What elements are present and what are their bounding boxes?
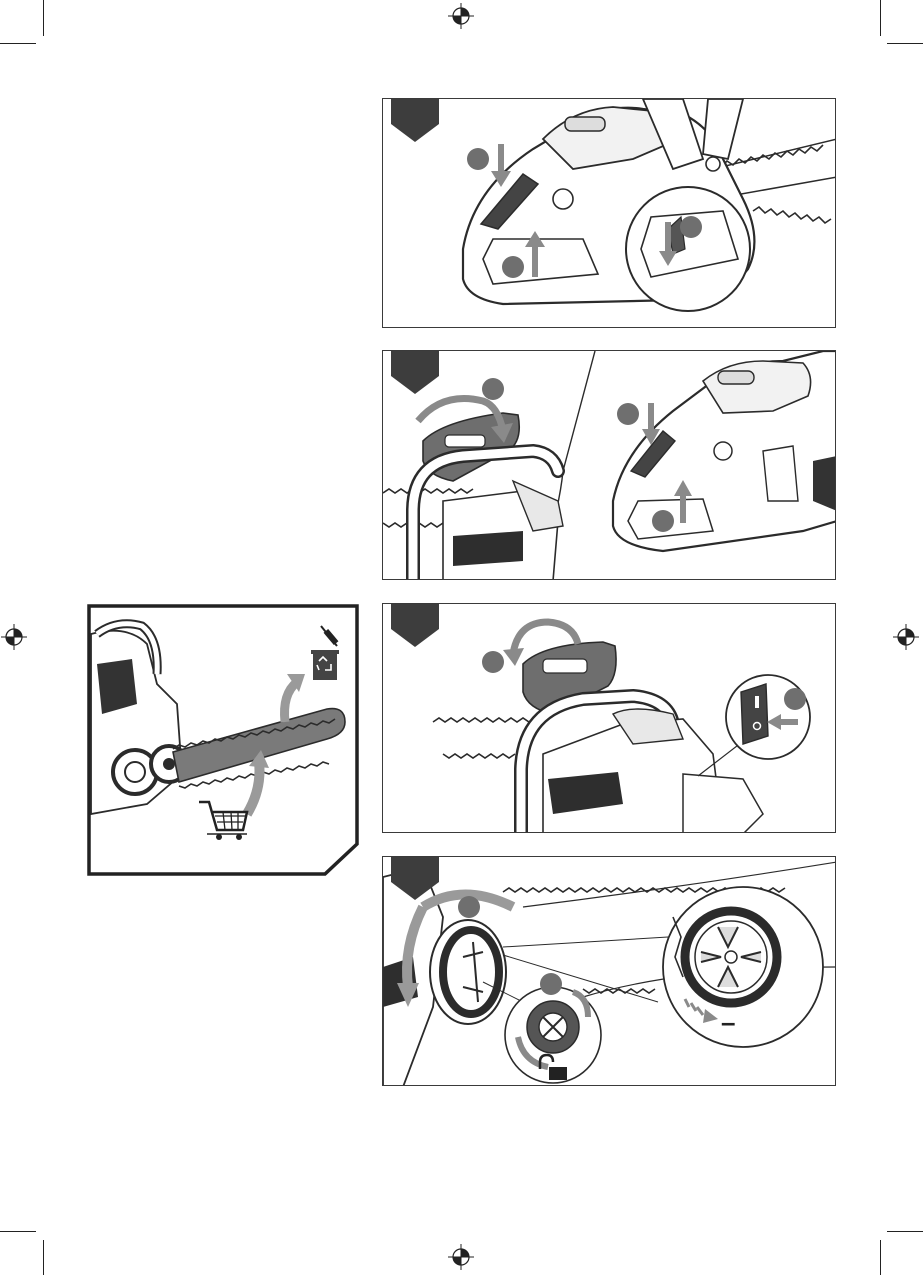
step-marker-2 <box>784 688 806 710</box>
registration-mark-icon <box>1 624 27 650</box>
crop-mark <box>887 43 923 44</box>
step-tab <box>391 98 439 142</box>
step-marker-2 <box>617 403 639 425</box>
step-marker-3 <box>680 216 702 238</box>
step-tab <box>391 603 439 647</box>
chainsaw-front-guard-illustration <box>383 351 836 580</box>
step-marker-1 <box>458 896 480 918</box>
chainsaw-brake-illustration <box>383 99 836 328</box>
step-marker-1 <box>482 651 504 673</box>
step-panel-c <box>382 603 836 833</box>
step-marker-1 <box>482 378 504 400</box>
step-panel-b <box>382 350 836 580</box>
disposal-panel <box>87 604 359 876</box>
step-marker-3 <box>652 510 674 532</box>
registration-mark-icon <box>448 3 474 29</box>
crop-mark <box>0 1231 36 1232</box>
step-marker-2 <box>540 973 562 995</box>
crop-mark <box>887 1231 923 1232</box>
step-tab <box>391 856 439 900</box>
crop-mark <box>880 1240 881 1275</box>
step-tab <box>391 350 439 394</box>
step-marker-1 <box>467 148 489 170</box>
step-panel-d: – <box>382 856 836 1086</box>
crop-mark <box>880 0 881 36</box>
registration-mark-icon <box>893 624 919 650</box>
step-panel-a <box>382 98 836 328</box>
chainsaw-tension-knob-illustration <box>383 857 836 1086</box>
crop-mark <box>43 1240 44 1275</box>
crop-mark <box>0 43 36 44</box>
step-marker-2 <box>502 256 524 278</box>
registration-mark-icon <box>448 1244 474 1270</box>
crop-mark <box>43 0 44 36</box>
minus-sign: – <box>721 1009 735 1035</box>
chainsaw-switch-illustration <box>383 604 836 833</box>
